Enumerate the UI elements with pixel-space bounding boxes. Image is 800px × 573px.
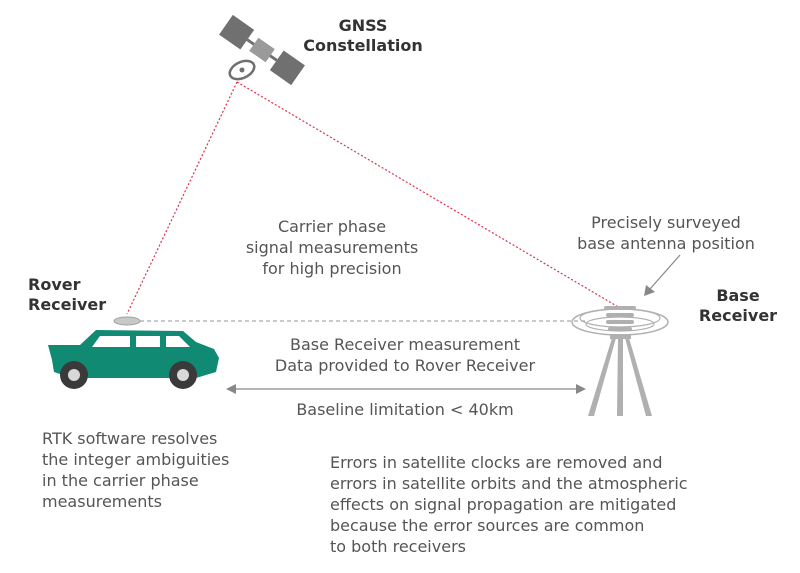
rover-label-line-2: Receiver — [28, 295, 107, 314]
gnss-label-line-2: Constellation — [303, 36, 423, 55]
rover-receiver-label: Rover Receiver — [28, 275, 106, 315]
gnss-label-line-1: GNSS — [338, 16, 388, 35]
errors-line-5: to both receivers — [330, 537, 466, 556]
errors-line-4: because the error sources are common — [330, 516, 645, 535]
rover-label-line-1: Rover — [28, 275, 81, 294]
rtk-line-4: measurements — [42, 492, 162, 511]
base-measurement-annotation: Base Receiver measurement Data provided … — [240, 334, 570, 376]
error-mitigation-annotation: Errors in satellite clocks are removed a… — [330, 452, 688, 557]
rover-antenna-icon — [113, 316, 141, 326]
gnss-constellation-label: GNSS Constellation — [298, 16, 428, 56]
baseline-arrow — [226, 384, 586, 394]
base-measurement-line-2: Data provided to Rover Receiver — [274, 356, 536, 375]
base-measurement-line-1: Base Receiver measurement — [290, 335, 520, 354]
carrier-phase-line-2: signal measurements — [245, 238, 419, 257]
carrier-phase-line-3: for high precision — [262, 259, 402, 278]
rtk-line-3: in the carrier phase — [42, 471, 199, 490]
errors-line-2: errors in satellite orbits and the atmos… — [330, 474, 688, 493]
carrier-phase-annotation: Carrier phase signal measurements for hi… — [222, 216, 442, 279]
surveyed-line-2: base antenna position — [577, 234, 755, 253]
base-label-line-1: Base — [716, 286, 760, 305]
errors-line-1: Errors in satellite clocks are removed a… — [330, 453, 663, 472]
rtk-software-annotation: RTK software resolves the integer ambigu… — [42, 428, 229, 512]
signal-line-to-rover — [126, 81, 238, 315]
satellite-dish-icon — [228, 59, 256, 81]
base-label-line-2: Receiver — [698, 306, 778, 325]
errors-line-3: effects on signal propagation are mitiga… — [330, 495, 677, 514]
rtk-line-1: RTK software resolves — [42, 429, 218, 448]
surveyed-line-1: Precisely surveyed — [591, 213, 741, 232]
baseline-limitation-label: Baseline limitation < 40km — [296, 400, 514, 419]
antenna-pointer-arrow — [644, 254, 681, 296]
surveyed-position-annotation: Precisely surveyed base antenna position — [556, 212, 776, 254]
car-icon — [48, 330, 219, 389]
rtk-line-2: the integer ambiguities — [42, 450, 230, 469]
base-station-icon — [571, 306, 669, 416]
carrier-phase-line-1: Carrier phase — [277, 217, 387, 236]
base-receiver-label: Base Receiver — [688, 286, 788, 326]
satellite-icon — [219, 14, 305, 86]
